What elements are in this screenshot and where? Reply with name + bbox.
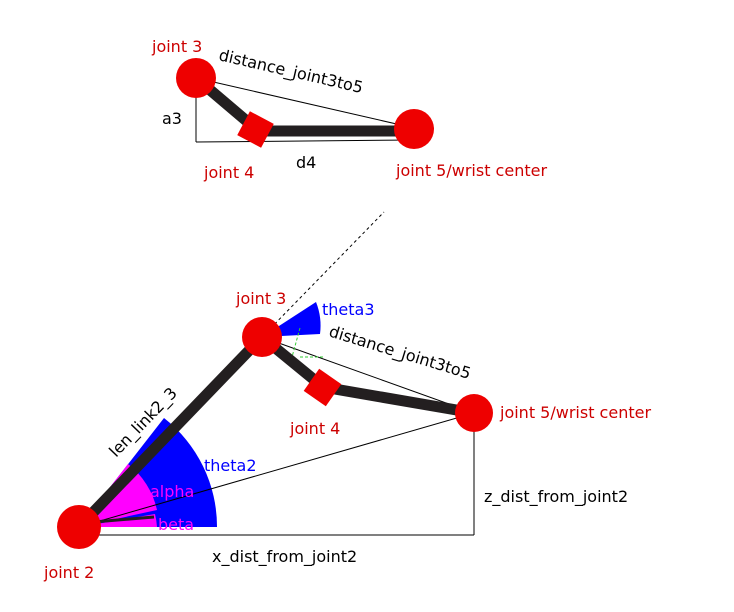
top-joint3-label: joint 3 (151, 37, 202, 56)
top-joint4-marker (237, 111, 274, 148)
top-joint4-label: joint 4 (203, 163, 254, 182)
top-d4-label: d4 (296, 153, 316, 172)
bottom-joint3-marker (242, 317, 282, 357)
top-distance-line (195, 77, 415, 129)
joint2-to-joint5-line (78, 412, 475, 528)
theta3-label: theta3 (322, 300, 375, 319)
joint2-label: joint 2 (43, 563, 94, 582)
beta-label: beta (158, 515, 194, 534)
bottom-link-4-5 (322, 381, 475, 419)
bottom-joint4-label: joint 4 (289, 419, 340, 438)
link2-3 (75, 333, 266, 531)
top-joint3-marker (176, 58, 216, 98)
z-dist-label: z_dist_from_joint2 (484, 487, 628, 507)
x-dist-label: x_dist_from_joint2 (212, 547, 357, 567)
bottom-joint5-label: joint 5/wrist center (499, 403, 651, 422)
top-distance-label: distance_joint3to5 (217, 45, 365, 98)
link-extension-dashed (261, 211, 385, 338)
bottom-joint4-marker (303, 368, 342, 407)
alpha-label: alpha (150, 482, 194, 501)
top-joint5-marker (394, 109, 434, 149)
helper-green-line-1 (291, 327, 301, 358)
bottom-distance-label: distance_joint3to5 (327, 322, 474, 384)
top-d4-line (195, 139, 415, 143)
top-a3-label: a3 (162, 109, 182, 128)
bottom-diagram: joint 3 theta3 distance_joint3to5 joint … (43, 211, 651, 582)
top-diagram: joint 3 distance_joint3to5 a3 joint 4 d4… (151, 37, 547, 182)
joint2-marker (57, 505, 101, 549)
bottom-distance-line (261, 336, 475, 414)
theta2-label: theta2 (204, 456, 257, 475)
bottom-joint3-label: joint 3 (235, 289, 286, 308)
top-joint5-label: joint 5/wrist center (395, 161, 547, 180)
bottom-joint5-marker (455, 394, 493, 432)
